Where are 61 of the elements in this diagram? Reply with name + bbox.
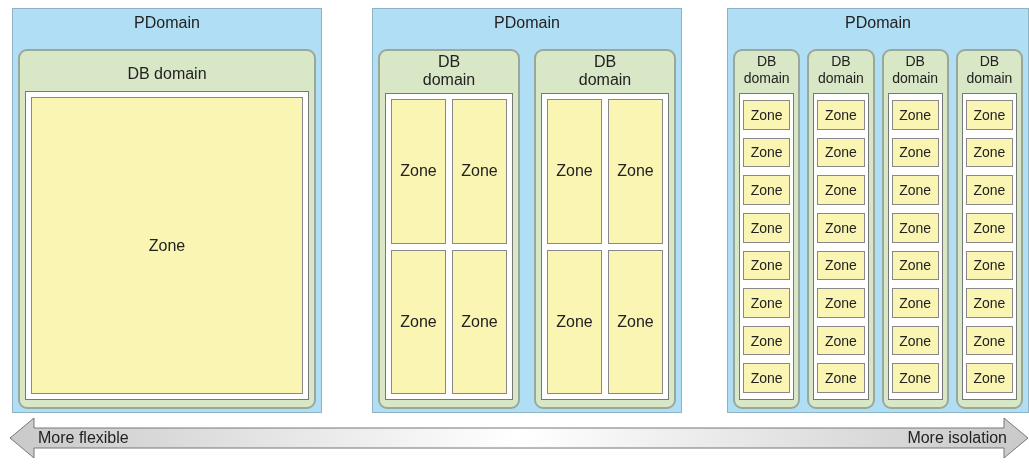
zone-box: Zone: [743, 212, 791, 243]
zone-box: Zone: [817, 212, 865, 243]
outer-domain-panel: [372, 8, 682, 413]
zone-box: Zone: [391, 99, 446, 244]
zone-box: Zone: [891, 212, 939, 243]
zone-box: Zone: [965, 325, 1013, 356]
zone-box: Zone: [891, 250, 939, 281]
domain-title: DB domain: [965, 53, 1014, 87]
zone-box: Zone: [965, 137, 1013, 168]
zone-box: Zone: [391, 249, 446, 394]
zone-box: Zone: [608, 249, 663, 394]
zone-box: Zone: [891, 175, 939, 205]
zone-box: Zone: [965, 250, 1013, 281]
domain-box: [955, 49, 1023, 409]
zone-box: Zone: [965, 175, 1013, 205]
zone-box: Zone: [891, 363, 939, 393]
zone-box: Zone: [743, 137, 791, 168]
zone-box: Zone: [817, 137, 865, 168]
zone-box: Zone: [743, 175, 791, 205]
axis-label: More flexible: [38, 429, 129, 447]
outer-domain-panel: [727, 8, 1029, 413]
zone-box: Zone: [891, 288, 939, 318]
domain-title: DB domain: [816, 53, 865, 87]
zone-box: Zone: [547, 249, 602, 394]
domain-title: DB domain: [891, 53, 940, 87]
zone-box: Zone: [817, 250, 865, 281]
zone-box: Zone: [452, 249, 507, 394]
zone-box: Zone: [817, 325, 865, 356]
axis-label: More isolation: [907, 429, 1007, 447]
zone-box: Zone: [817, 363, 865, 393]
panel-title: PDomain: [493, 14, 561, 32]
zone-box: Zone: [817, 288, 865, 318]
zone-box: Zone: [965, 212, 1013, 243]
zone-box: Zone: [965, 100, 1013, 130]
domain-title: DB domain: [421, 53, 477, 89]
zone-box: Zone: [547, 99, 602, 244]
zone-box: Zone: [891, 137, 939, 168]
domain-box: [378, 49, 520, 409]
domain-title: DB domain: [742, 53, 791, 87]
zone-box: Zone: [817, 100, 865, 130]
domain-title: DB domain: [577, 53, 633, 89]
panel-title: PDomain: [133, 14, 201, 32]
zone-box: Zone: [743, 363, 791, 393]
zone-box: Zone: [965, 288, 1013, 318]
domain-box: [534, 49, 676, 409]
zone-box: Zone: [817, 175, 865, 205]
zone-box: Zone: [608, 99, 663, 244]
domain-box: [881, 49, 949, 409]
zone-box: Zone: [31, 97, 303, 394]
panel-title: PDomain: [844, 14, 912, 32]
zone-box: Zone: [743, 100, 791, 130]
zone-box: Zone: [891, 325, 939, 356]
domain-box: [807, 49, 875, 409]
zone-box: Zone: [743, 250, 791, 281]
zone-box: Zone: [452, 99, 507, 244]
zone-box: Zone: [743, 288, 791, 318]
domain-box: [733, 49, 801, 409]
zone-box: Zone: [743, 325, 791, 356]
zone-box: Zone: [891, 100, 939, 130]
domain-title: DB domain: [126, 65, 208, 83]
zone-box: Zone: [965, 363, 1013, 393]
